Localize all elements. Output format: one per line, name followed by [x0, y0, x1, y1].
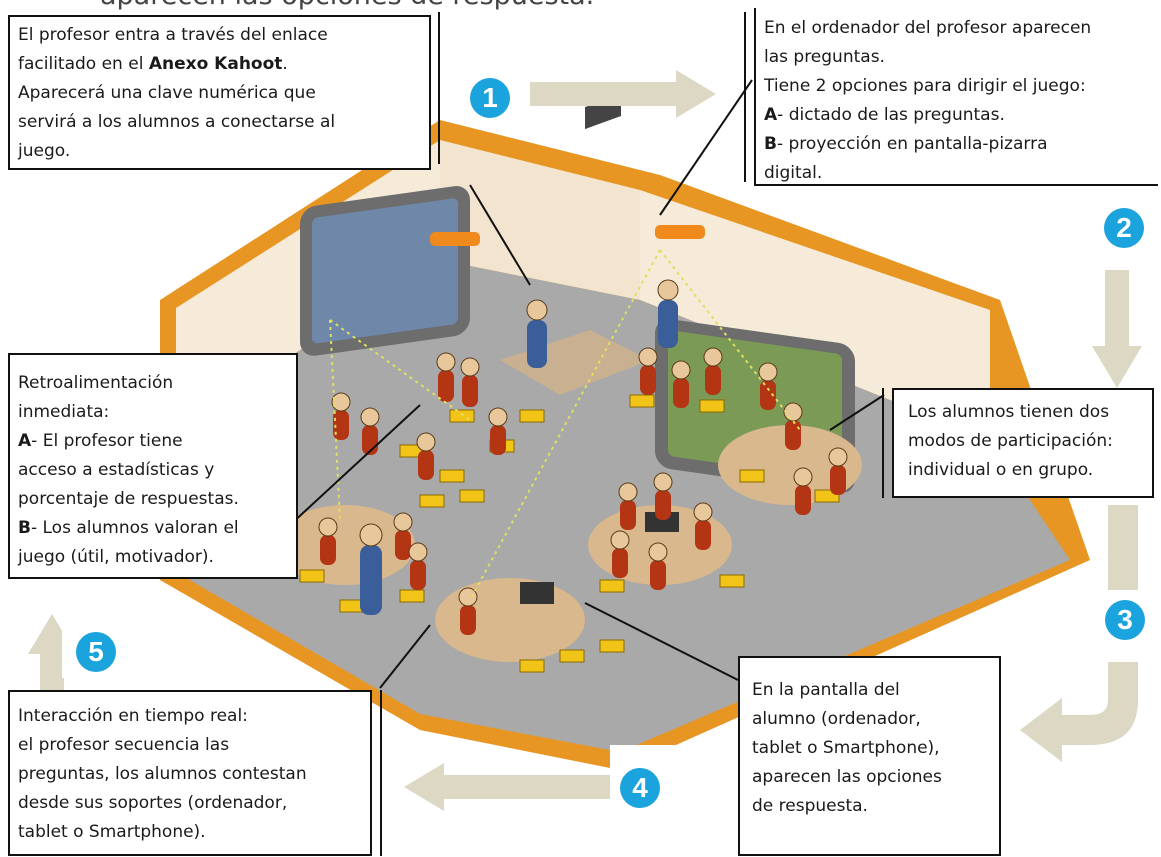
teacher-desk	[500, 330, 650, 395]
callout-step-1: El profesor entra a través del enlace fa…	[8, 15, 431, 170]
chair	[599, 579, 625, 593]
cut-off-heading: aparecen las opciones de respuesta.	[100, 0, 594, 11]
pointer-lines	[289, 79, 885, 689]
callout-line: desde sus soportes (ordenador,	[18, 793, 288, 813]
callout-line: - El profesor tiene	[31, 431, 183, 451]
step-2-badge: 2	[1104, 208, 1144, 248]
chair	[439, 469, 465, 483]
round-table	[435, 578, 585, 662]
callout-line: tablet o Smartphone),	[752, 738, 940, 758]
callout-line: digital.	[764, 163, 823, 183]
callout-line: facilitado en el	[18, 54, 149, 74]
callout-line: En la pantalla del	[752, 680, 900, 700]
callout-line: acceso a estadísticas y	[18, 460, 215, 480]
callout-line: Tiene 2 opciones para dirigir el juego:	[764, 76, 1086, 96]
anexo-kahoot-label: Anexo Kahoot	[148, 54, 283, 74]
callout-line: El profesor entra a través del enlace	[18, 25, 328, 45]
teachers	[359, 279, 679, 615]
left-smartboard	[300, 186, 480, 356]
option-b-label: B	[764, 134, 777, 154]
chair	[519, 659, 545, 673]
callout-line: servirá a los alumnos a conectarse al	[18, 112, 336, 132]
chair	[739, 469, 765, 483]
callout-line: Los alumnos tienen dos	[908, 402, 1110, 422]
callout-line: el profesor secuencia las	[18, 735, 230, 755]
callout-line: En el ordenador del profesor aparecen	[764, 18, 1092, 38]
chair	[719, 574, 745, 588]
callout-line: Aparecerá una clave numérica que	[18, 83, 316, 103]
back-wall	[440, 140, 640, 300]
chair	[559, 649, 585, 663]
connection-lines	[329, 249, 801, 601]
callout-line: - Los alumnos valoran el	[30, 518, 239, 538]
callout-line: individual o en grupo.	[908, 460, 1094, 480]
student-laptop	[520, 582, 554, 604]
callout-line: de respuesta.	[752, 796, 868, 816]
chair	[419, 494, 445, 508]
step-4-badge: 4	[620, 768, 660, 808]
callout-line: modos de participación:	[908, 431, 1113, 451]
step-1-badge: 1	[470, 78, 510, 118]
callout-line: .	[282, 54, 288, 74]
callout-line: alumno (ordenador,	[752, 709, 921, 729]
callout-line: preguntas, los alumnos contestan	[18, 764, 307, 784]
step-5-badge: 5	[76, 632, 116, 672]
callout-divider	[882, 388, 884, 498]
chair	[599, 639, 625, 653]
students	[318, 347, 848, 635]
option-a-label: A	[18, 431, 32, 451]
right-wall	[640, 190, 990, 440]
callout-step-5: Interacción en tiempo real: el profesor …	[8, 690, 372, 856]
callout-line: inmediata:	[18, 402, 110, 422]
chair	[449, 409, 475, 423]
chair	[299, 569, 325, 583]
round-table	[718, 425, 862, 505]
callout-line: juego.	[18, 141, 71, 161]
callout-line: porcentaje de respuestas.	[18, 489, 239, 509]
chair	[629, 394, 655, 408]
chair	[399, 589, 425, 603]
step-3-badge: 3	[1105, 600, 1145, 640]
callout-divider	[380, 690, 382, 856]
student-laptop	[645, 512, 679, 532]
callout-step-3: Los alumnos tienen dos modos de particip…	[892, 388, 1154, 498]
option-a-label: A	[764, 105, 778, 125]
option-b-label: B	[18, 518, 31, 538]
callout-line: Interacción en tiempo real:	[18, 706, 248, 726]
callout-line: juego (útil, motivador).	[18, 547, 214, 567]
callout-step-2: En el ordenador del profesor aparecen la…	[754, 8, 1158, 186]
callout-line: - proyección en pantalla-pizarra	[776, 134, 1048, 154]
callout-line: las preguntas.	[764, 47, 885, 67]
callout-step-4: En la pantalla del alumno (ordenador, ta…	[738, 656, 1001, 856]
callout-line: - dictado de las preguntas.	[777, 105, 1005, 125]
chair	[699, 399, 725, 413]
callout-line: aparecen las opciones	[752, 767, 942, 787]
callout-line: Retroalimentación	[18, 373, 174, 393]
callout-divider	[438, 12, 440, 164]
chair	[519, 409, 545, 423]
callout-divider	[744, 12, 746, 182]
callout-feedback: Retroalimentación inmediata: A- El profe…	[8, 353, 298, 579]
chair	[459, 489, 485, 503]
callout-line: tablet o Smartphone).	[18, 822, 206, 842]
